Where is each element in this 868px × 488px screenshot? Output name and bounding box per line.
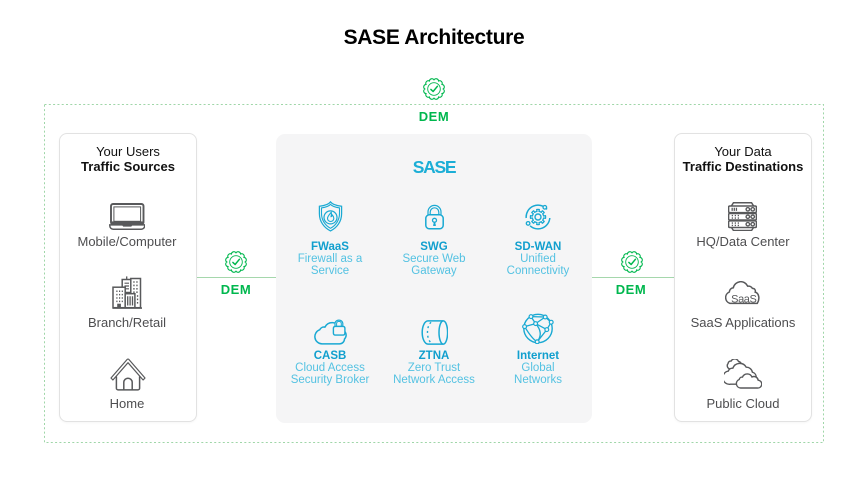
svg-text:SaaS: SaaS [731, 293, 756, 305]
